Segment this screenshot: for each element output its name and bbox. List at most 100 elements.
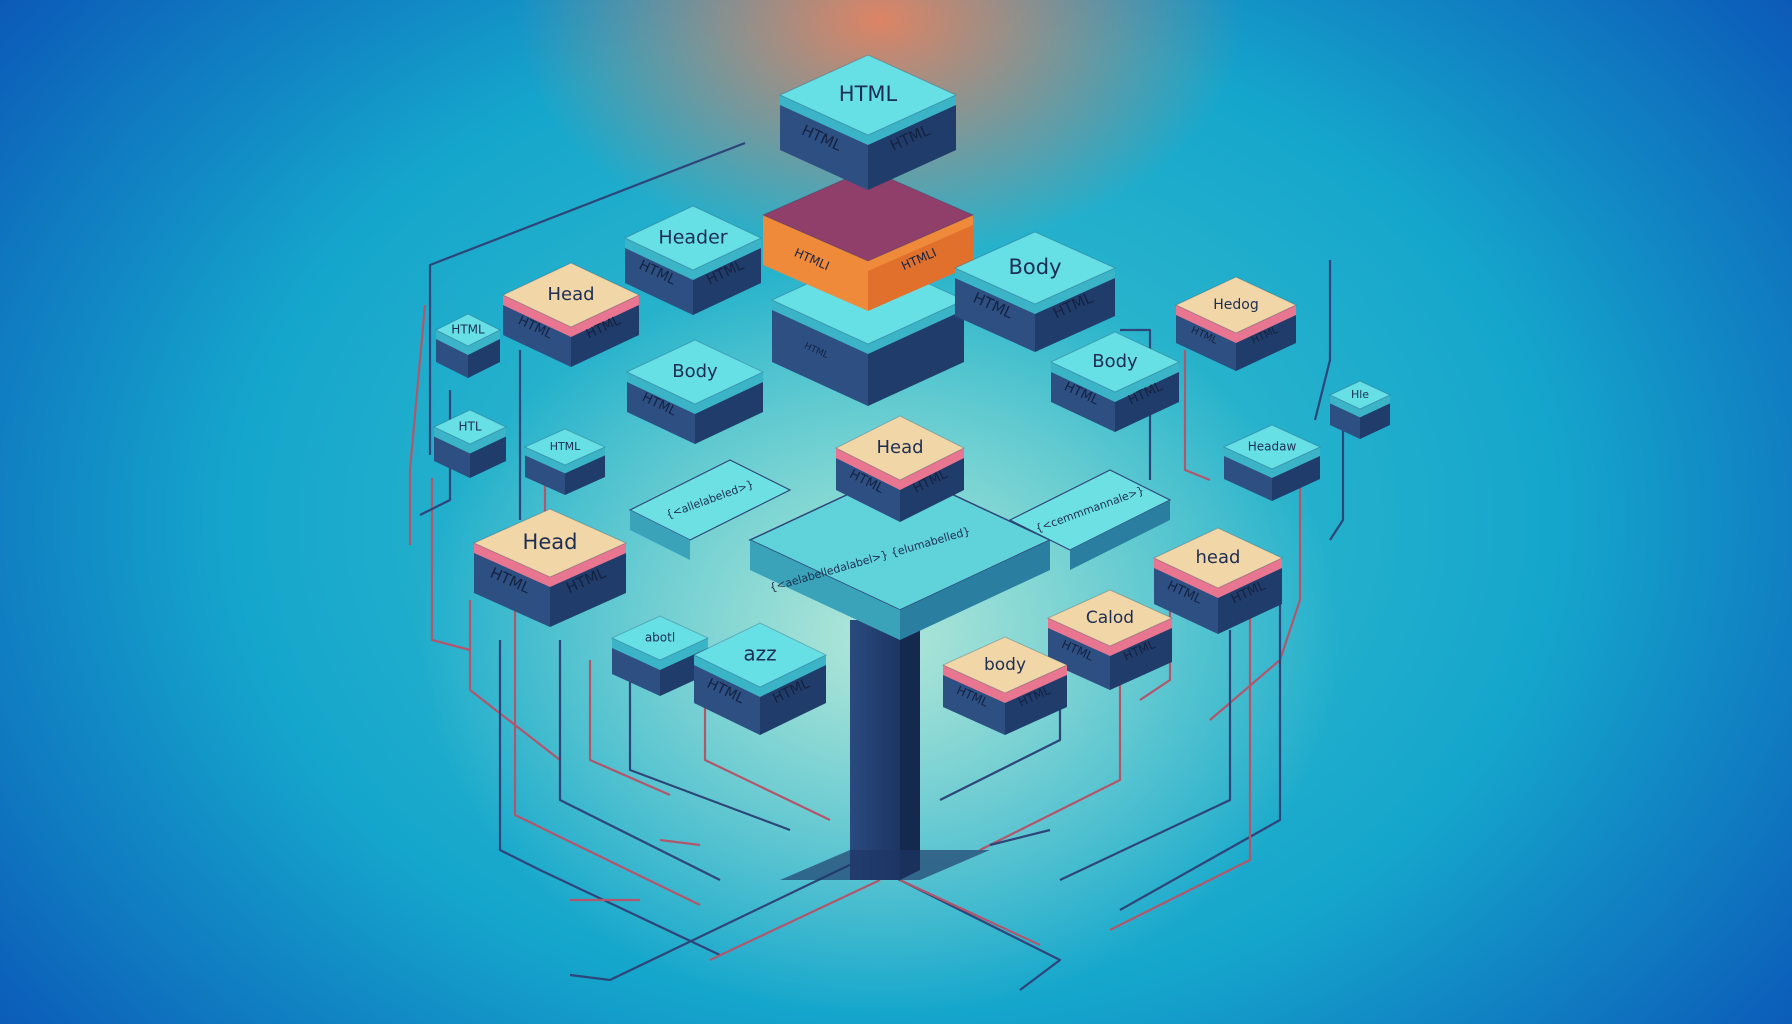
block-left-face xyxy=(836,448,900,522)
block-right-face xyxy=(868,215,973,311)
block-band xyxy=(503,295,639,337)
block-right-face xyxy=(1035,268,1115,352)
block-top-face xyxy=(692,622,828,688)
block-tiny-l3: HTML xyxy=(523,428,607,495)
block-top-face xyxy=(1328,380,1392,410)
block-label: azz xyxy=(743,642,776,666)
block-label: HTML xyxy=(451,323,485,337)
block-left-face xyxy=(955,268,1035,352)
block-left-face xyxy=(943,665,1005,735)
block-abotl: abotl xyxy=(610,615,710,696)
block-top-face xyxy=(623,205,763,271)
block-left-face xyxy=(772,300,868,406)
block-label: abotl xyxy=(645,631,675,645)
block-label: Head xyxy=(876,437,923,458)
block-right-face xyxy=(1005,665,1067,735)
block-top-face xyxy=(834,415,966,481)
block-right-face xyxy=(550,543,626,627)
block-band xyxy=(1048,618,1172,656)
block-left-face xyxy=(1154,558,1218,634)
block-band xyxy=(1330,395,1390,418)
block-tiny-l1: HTML xyxy=(434,313,502,378)
block-label: HTML xyxy=(550,440,581,453)
block-label: Hedog xyxy=(1213,297,1258,313)
block-label: Hle xyxy=(1351,388,1369,401)
block-top-face xyxy=(941,636,1069,694)
block-right-face xyxy=(760,655,826,735)
block-top-face xyxy=(1152,527,1284,589)
block-left-face xyxy=(1048,618,1110,690)
block-band xyxy=(772,300,964,354)
block-top-face xyxy=(501,262,641,328)
block-label: Body xyxy=(1008,255,1061,279)
block-label: HTML xyxy=(839,82,898,106)
block-label: Head xyxy=(523,530,578,554)
block-right-face xyxy=(900,448,964,522)
block-top-face xyxy=(953,231,1117,305)
block-right-face xyxy=(868,95,956,190)
block-left-face xyxy=(474,543,550,627)
block-top-face xyxy=(1222,424,1322,470)
block-band xyxy=(474,543,626,587)
block-band xyxy=(694,655,826,697)
block-band xyxy=(436,330,500,355)
block-band xyxy=(1224,447,1320,478)
block-label: head xyxy=(1196,547,1241,568)
block-top-face xyxy=(434,313,502,347)
block-label: body xyxy=(984,655,1026,675)
block-top-face xyxy=(432,409,508,445)
block-band xyxy=(763,215,973,271)
block-top-face xyxy=(610,615,710,661)
block-left-face xyxy=(780,95,868,190)
block-top-face xyxy=(523,428,607,466)
block-band xyxy=(612,638,708,670)
block-label: Body xyxy=(672,361,718,382)
block-band xyxy=(1176,305,1296,343)
block-top-face xyxy=(625,339,765,405)
block-left-face xyxy=(763,215,868,311)
block-top-face xyxy=(472,508,628,578)
block-top-face xyxy=(1174,276,1298,334)
block-label: Header xyxy=(658,227,727,249)
block-left-face xyxy=(694,655,760,735)
block-band xyxy=(955,268,1115,314)
block-headaw: Headaw xyxy=(1222,424,1322,501)
block-left-face xyxy=(625,238,693,315)
block-top-face xyxy=(1049,331,1181,393)
block-tiny-r1: Hle xyxy=(1328,380,1392,439)
block-band xyxy=(1051,362,1179,402)
block-band xyxy=(625,238,761,280)
block-tiny-l2: HTL xyxy=(432,409,508,478)
block-right-face xyxy=(1110,618,1172,690)
tree-trunk xyxy=(780,610,990,880)
block-band xyxy=(525,447,605,474)
block-label: HTL xyxy=(458,420,481,434)
block-band xyxy=(434,427,506,454)
block-right-face xyxy=(1218,558,1282,634)
block-right-face xyxy=(868,300,964,406)
block-label: Body xyxy=(1092,351,1138,372)
block-label: Headaw xyxy=(1248,440,1297,454)
block-label: Head xyxy=(547,284,594,305)
block-band xyxy=(836,448,964,490)
block-top-face xyxy=(778,54,958,136)
block-label: Calod xyxy=(1086,608,1134,628)
block-band xyxy=(1154,558,1282,598)
block-band xyxy=(943,665,1067,703)
